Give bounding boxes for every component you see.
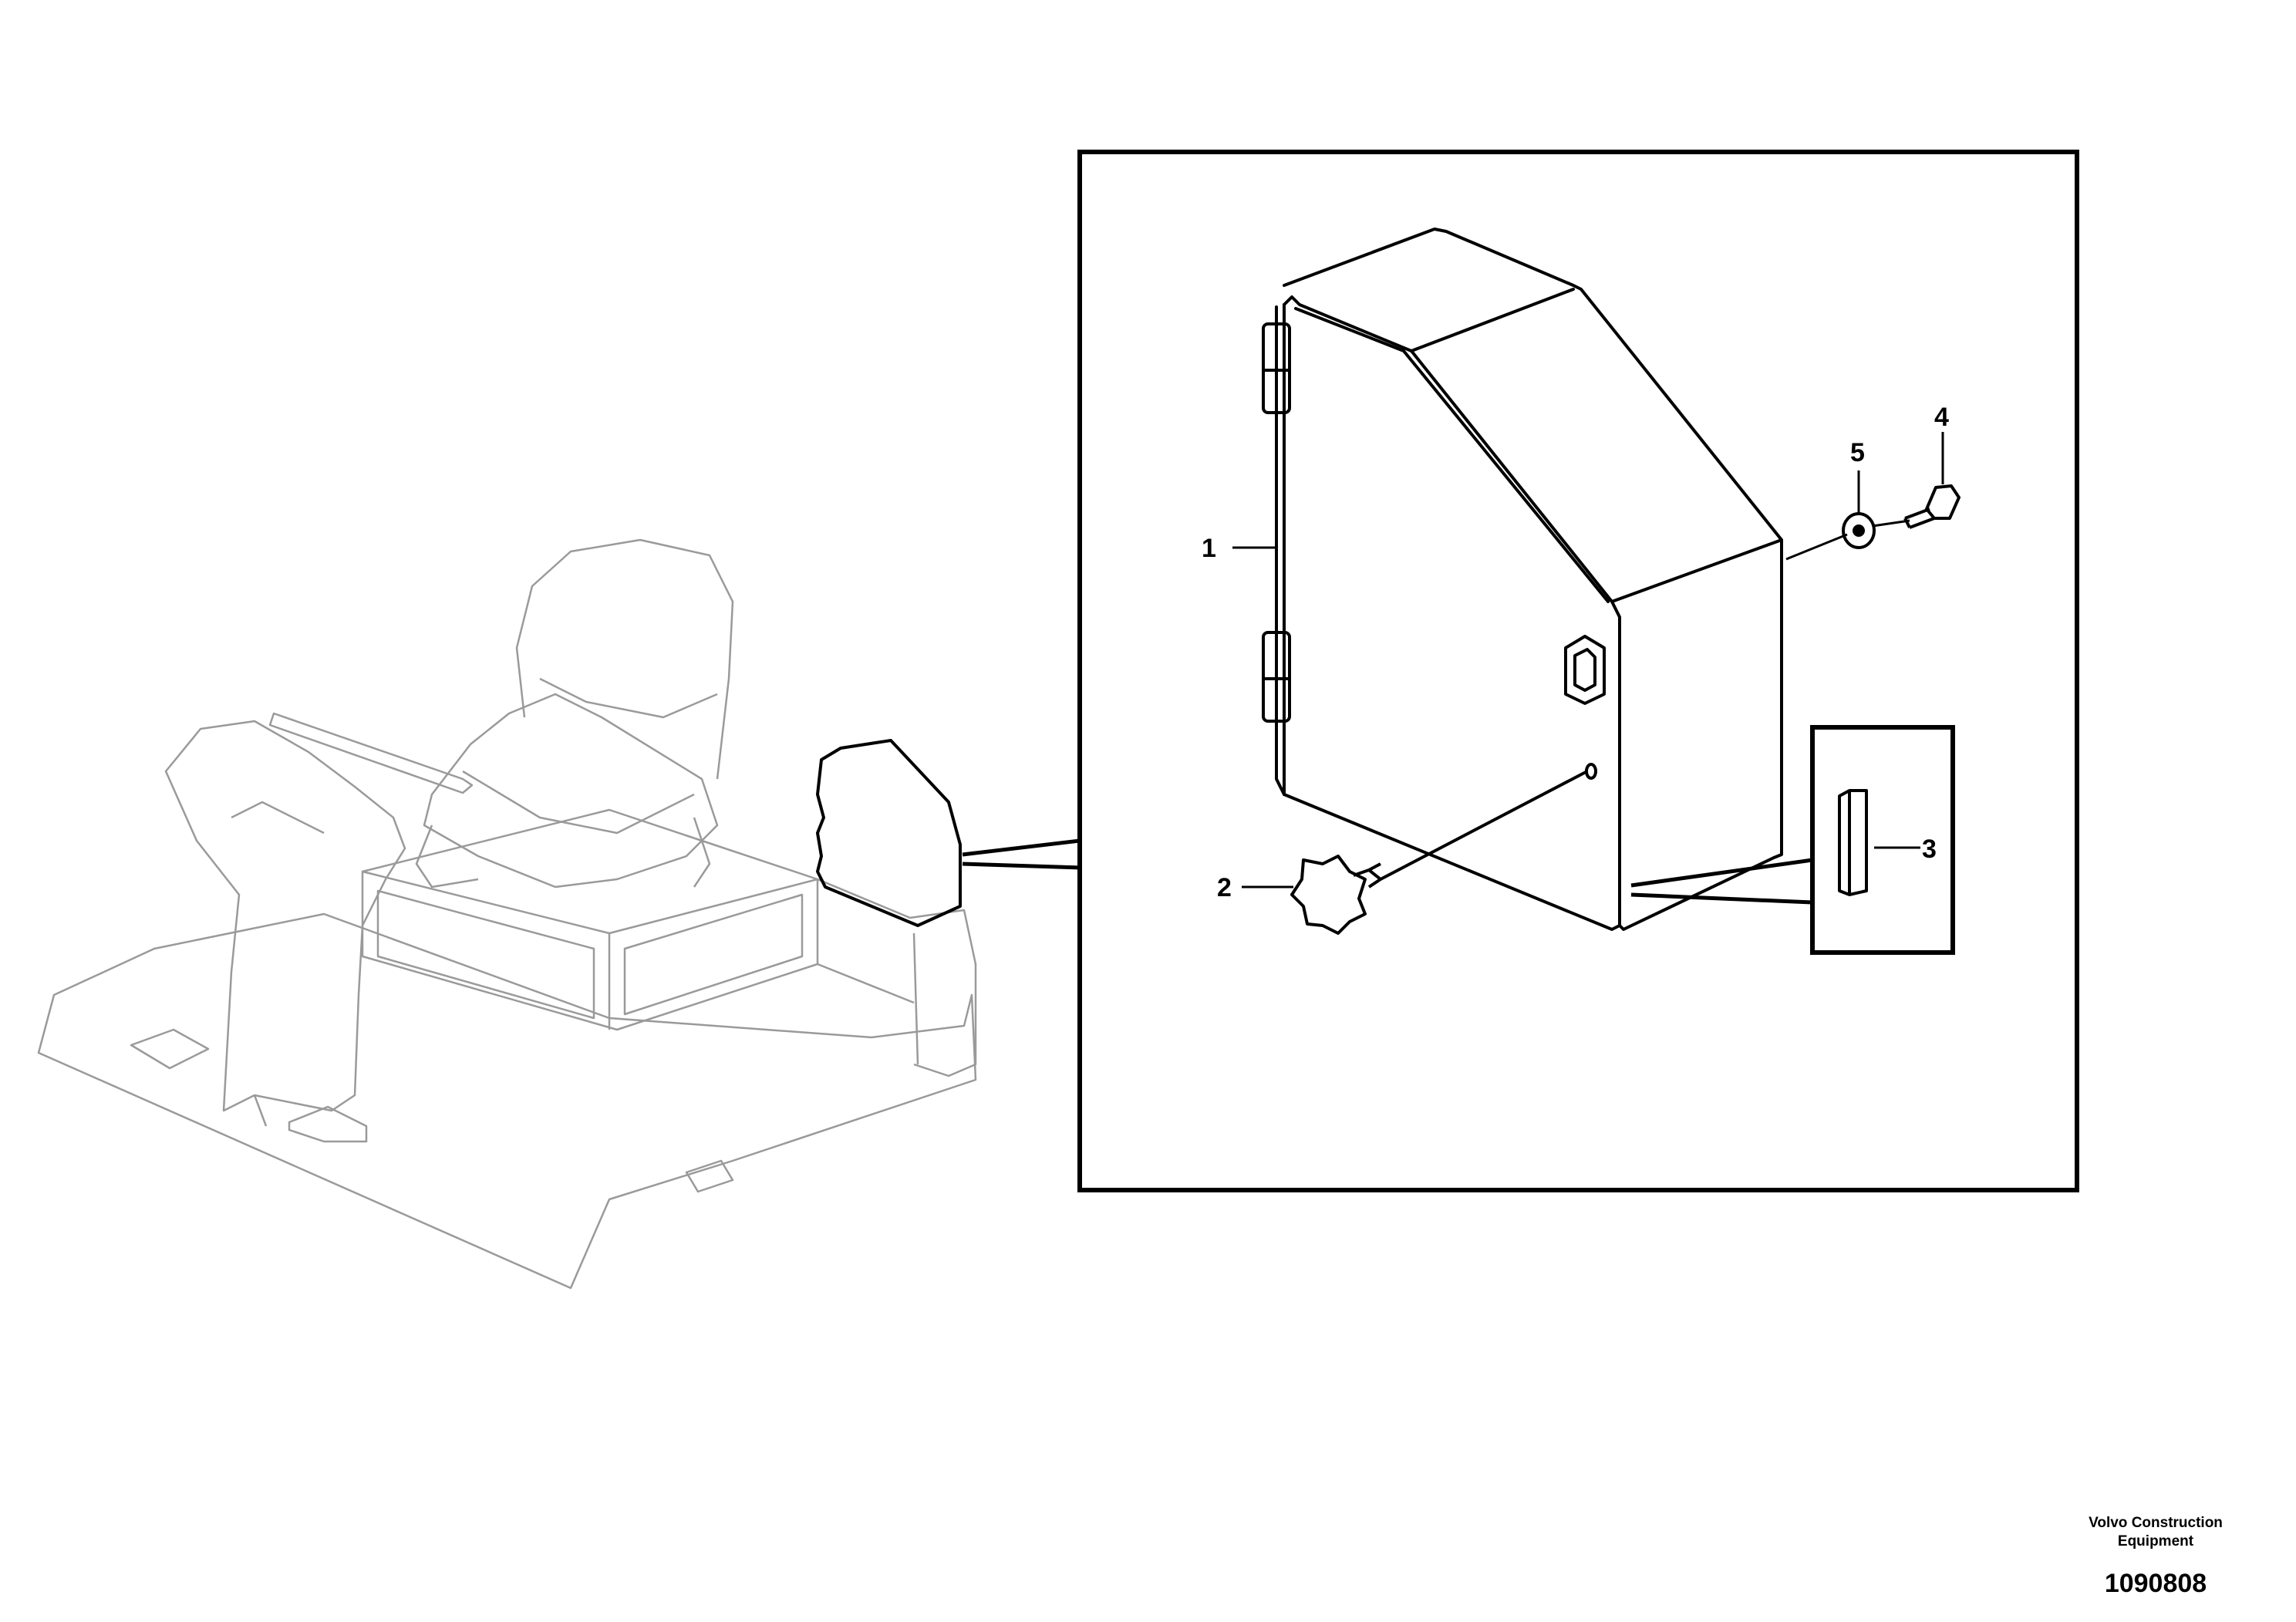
callout-leaders xyxy=(1232,432,1944,889)
callout-5: 5 xyxy=(1850,438,1865,467)
tool-box-part-1 xyxy=(1262,228,1783,931)
callout-3: 3 xyxy=(1922,835,1937,864)
detail-leader-wedge xyxy=(962,838,1081,870)
callout-2: 2 xyxy=(1217,873,1232,902)
box-location-in-cab xyxy=(816,739,962,927)
callout-4: 4 xyxy=(1934,403,1949,432)
fastener-axis-line xyxy=(1785,519,1910,561)
detail-frame xyxy=(1077,150,2079,1192)
label-part-3 xyxy=(1838,789,1868,896)
manufacturer-caption: Volvo Construction Equipment xyxy=(2079,1514,2233,1551)
knob-part-2 xyxy=(1290,770,1588,935)
manufacturer-line-2: Equipment xyxy=(2117,1533,2194,1549)
operator-platform-context xyxy=(37,538,977,1290)
washer-part-5 xyxy=(1842,512,1876,549)
drawing-number: 1090808 xyxy=(2104,1569,2207,1598)
label-detail-frame xyxy=(1810,725,1955,955)
manufacturer-line-1: Volvo Construction xyxy=(2089,1515,2223,1531)
screw-part-4 xyxy=(1903,484,1961,529)
callout-1: 1 xyxy=(1202,534,1216,563)
label-leader-wedge xyxy=(1630,858,1813,905)
